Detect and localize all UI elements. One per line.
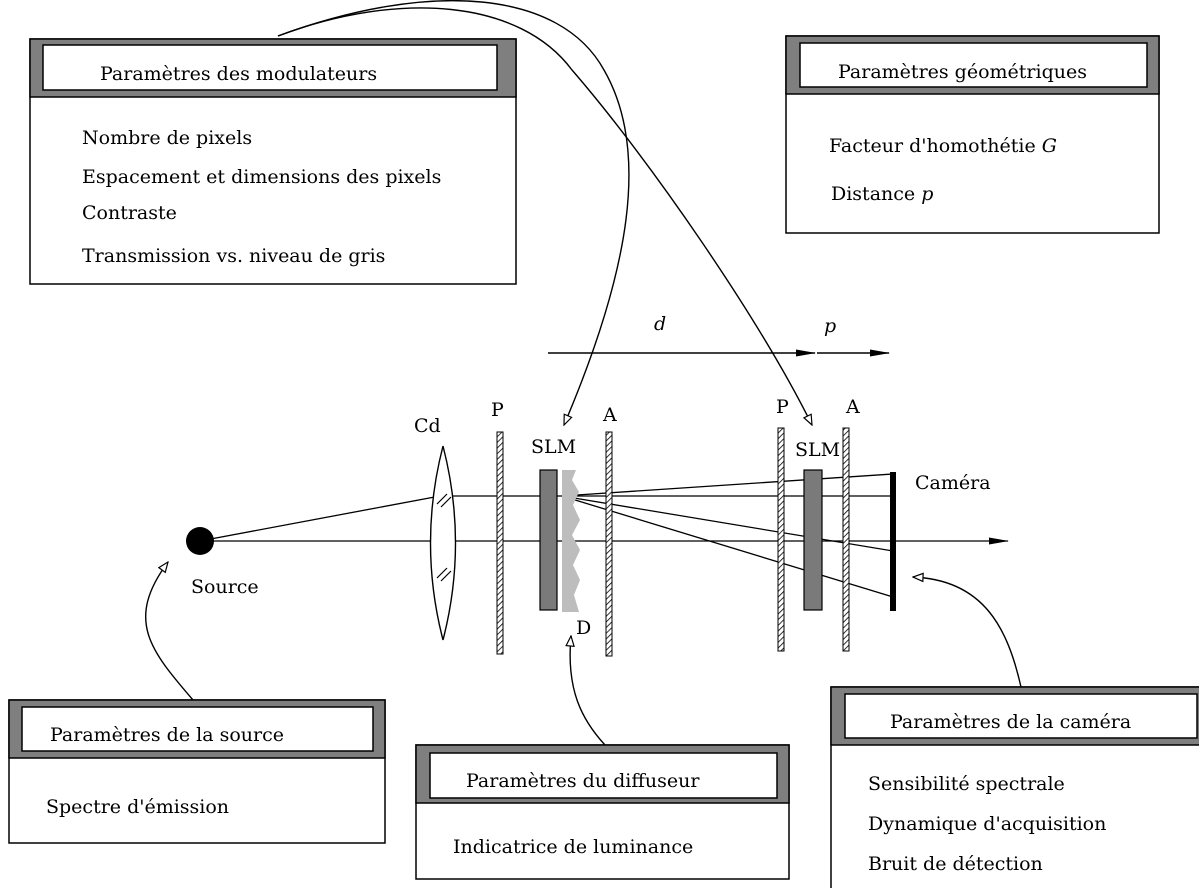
box-title-frame xyxy=(42,44,498,91)
box-item: Distance p xyxy=(831,183,933,205)
box-item: Dynamique d'acquisition xyxy=(868,813,1106,835)
box-item: Nombre de pixels xyxy=(82,127,252,149)
slm-1-label: SLM xyxy=(531,436,576,458)
box-item: Bruit de détection xyxy=(868,853,1043,875)
box-title-frame xyxy=(799,42,1148,88)
camera-sensor xyxy=(890,472,896,611)
box-item: Indicatrice de luminance xyxy=(453,836,693,858)
box-item: Contraste xyxy=(82,202,177,224)
distance-d-label: d xyxy=(654,313,666,335)
callout-to-slm-1 xyxy=(277,0,630,425)
box-title-frame xyxy=(844,693,1198,739)
callout-to-camera xyxy=(913,577,1022,688)
analyzer-1-label: A xyxy=(602,404,617,426)
distance-p-label: p xyxy=(824,315,836,337)
condenser-lens xyxy=(429,445,457,641)
slm-1 xyxy=(539,469,558,611)
polarizer-1 xyxy=(496,431,504,655)
modulators-parameters-box: Paramètres des modulateurs Nombre de pix… xyxy=(29,38,517,285)
box-title: Paramètres du diffuseur xyxy=(466,770,700,792)
callout-to-source xyxy=(144,562,194,701)
callout-to-diffuser xyxy=(570,636,606,746)
analyzer-2 xyxy=(842,427,850,652)
polarizer-2 xyxy=(777,427,785,652)
box-title: Paramètres géométriques xyxy=(838,61,1087,83)
polarizer-2-label: P xyxy=(776,396,789,418)
box-title: Paramètres des modulateurs xyxy=(100,63,377,85)
analyzer-2-label: A xyxy=(845,396,860,418)
callout-arrows xyxy=(144,0,1022,746)
box-item: Sensibilité spectrale xyxy=(868,773,1065,795)
light-rays xyxy=(199,473,1009,598)
analyzer-1 xyxy=(605,431,613,657)
diffuser xyxy=(562,470,580,612)
slm-2 xyxy=(803,469,823,611)
camera-label: Caméra xyxy=(915,472,991,494)
box-title: Paramètres de la source xyxy=(50,724,284,746)
box-item: Facteur d'homothétie G xyxy=(829,135,1057,157)
box-item: Spectre d'émission xyxy=(46,796,229,818)
polarizer-1-label: P xyxy=(491,399,504,421)
camera-parameters-box: Paramètres de la caméra Sensibilité spec… xyxy=(830,686,1199,888)
source-parameters-box: Paramètres de la source Spectre d'émissi… xyxy=(8,699,386,844)
diffuser-label: D xyxy=(576,617,591,639)
condenser-label: Cd xyxy=(414,415,441,437)
box-title-frame xyxy=(21,706,374,752)
scattered-ray xyxy=(561,495,894,598)
light-source-point xyxy=(186,527,214,555)
box-item: Espacement et dimensions des pixels xyxy=(82,166,441,188)
scattered-ray xyxy=(561,495,894,552)
diffuser-parameters-box: Paramètres du diffuseur Indicatrice de l… xyxy=(415,744,790,880)
source-label: Source xyxy=(191,576,259,598)
geometric-parameters-box: Paramètres géométriques Facteur d'homoth… xyxy=(785,35,1160,234)
box-title: Paramètres de la caméra xyxy=(890,711,1131,733)
callout-to-slm-2 xyxy=(277,7,812,425)
ray-to-condenser xyxy=(199,495,441,542)
box-item: Transmission vs. niveau de gris xyxy=(82,245,385,267)
scattered-ray xyxy=(561,473,894,497)
slm-2-label: SLM xyxy=(795,439,840,461)
box-title-frame xyxy=(429,752,778,799)
